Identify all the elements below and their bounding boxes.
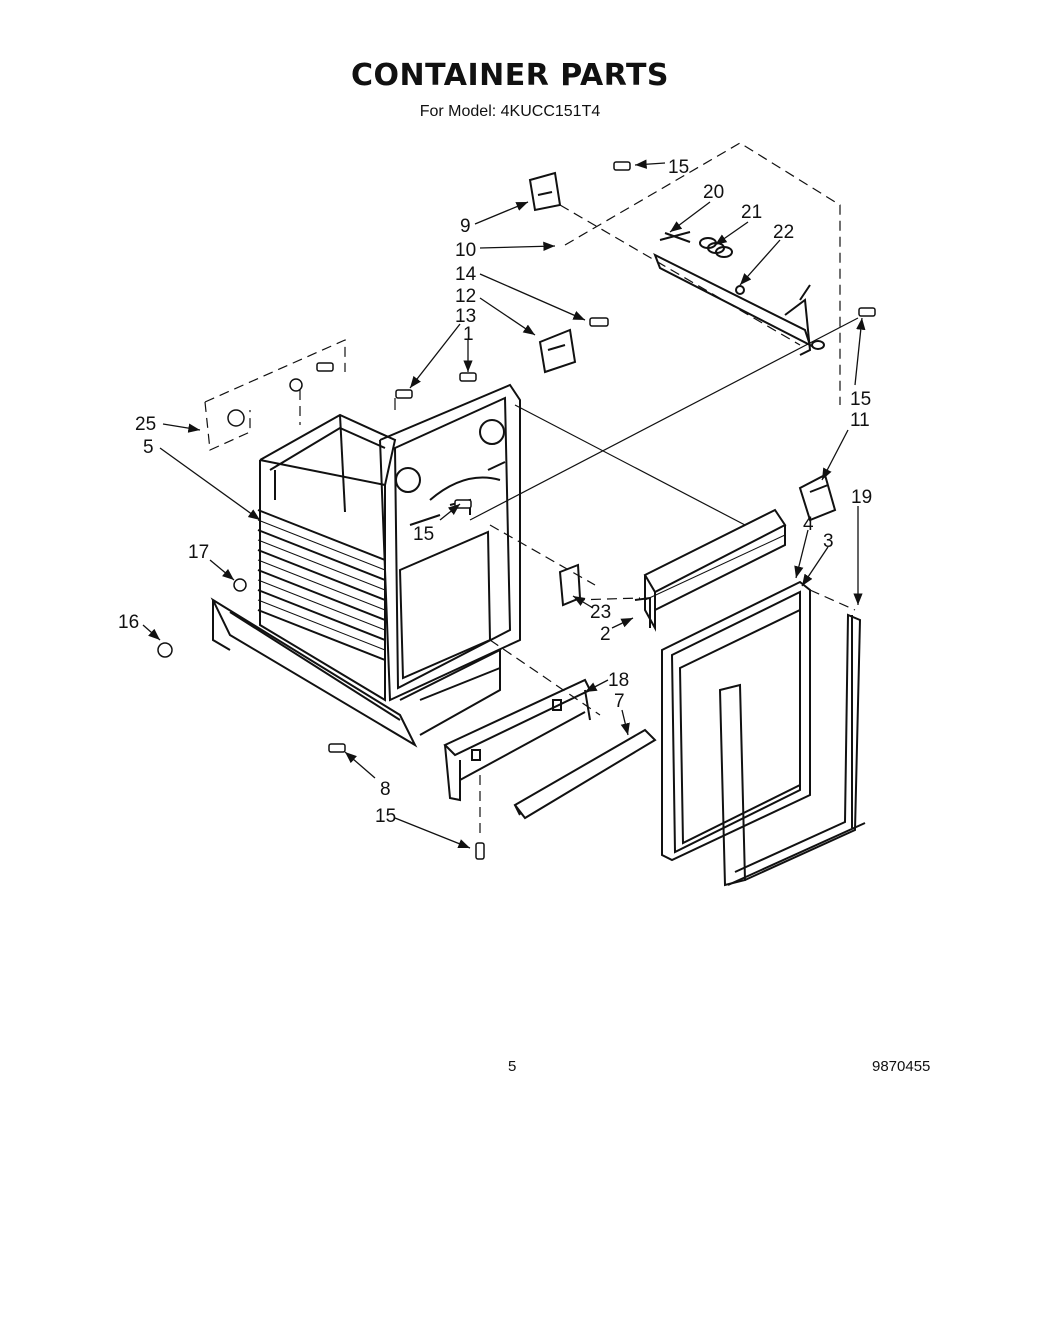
front-frame-panel [379,383,521,702]
callout-label: 1 [463,324,474,345]
page-title: CONTAINER PARTS [350,58,670,93]
callout-label: 17 [188,542,209,563]
callout-label: 15 [668,157,689,178]
document-number: 9870455 [872,1058,931,1075]
callout-label: 8 [380,779,391,800]
kickplate-parts [443,678,657,820]
base-tray [210,597,501,748]
callout-label: 3 [823,531,834,552]
door-assembly [661,580,866,887]
callout-label: 5 [143,437,154,458]
callout-label: 7 [614,691,625,712]
alignment-lines [394,317,859,526]
callout-label: 13 [455,306,476,327]
callout-label: 12 [455,286,476,307]
door-rails [634,508,787,632]
callout-label: 21 [741,202,762,223]
callout-label: 15 [413,524,434,545]
container-cabinet [257,413,397,702]
callout-label: 25 [135,414,156,435]
callout-label: 14 [455,264,477,285]
callout-label: 2 [600,624,611,645]
callout-label: 10 [455,240,476,261]
model-subtitle: For Model: 4KUCC151T4 [419,103,601,120]
callout-label: 22 [773,222,794,243]
callout-label: 15 [375,806,396,827]
top-rail-assembly [653,231,825,356]
callout-label: 9 [460,216,471,237]
callout-label: 16 [118,612,139,633]
fasteners [157,161,876,860]
callout-label: 20 [703,182,724,203]
callout-label: 4 [803,514,814,535]
callout-label: 15 [850,389,871,410]
callout-label: 19 [851,487,872,508]
page-number: 5 [508,1058,517,1075]
callout-label: 11 [850,410,870,431]
callout-leaders [142,159,866,849]
callout-label: 23 [590,602,611,623]
callout-label: 18 [608,670,629,691]
callout-labels: 15 20 21 22 9 10 14 12 13 1 15 11 25 5 1… [118,157,872,827]
